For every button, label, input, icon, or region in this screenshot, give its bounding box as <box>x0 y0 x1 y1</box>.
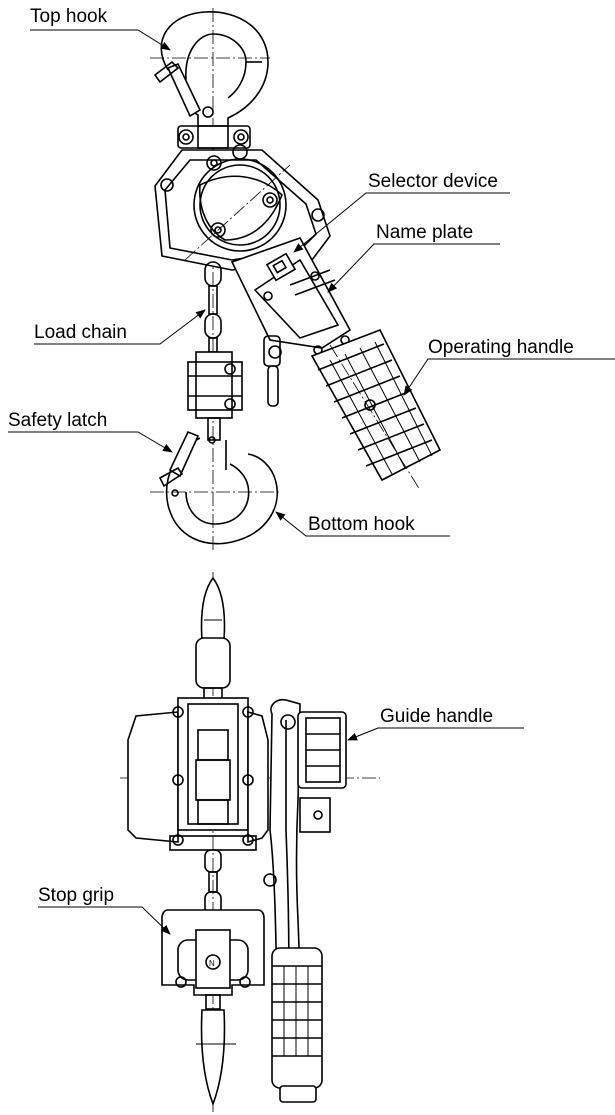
label-load-chain: Load chain <box>34 322 127 343</box>
top-hook-side <box>195 576 231 701</box>
label-stop-grip: Stop grip <box>38 885 115 906</box>
hand-chain-pin <box>263 335 282 407</box>
bottom-hook <box>158 430 278 545</box>
bottom-block <box>187 351 243 441</box>
bottom-hook-side <box>196 994 236 1107</box>
hoist-body <box>154 144 331 271</box>
label-guide-handle: Guide handle <box>380 706 494 727</box>
body-side <box>127 697 269 851</box>
side-view: N <box>120 572 380 1112</box>
label-bottom-hook: Bottom hook <box>308 514 415 535</box>
operating-handle-grip <box>310 328 442 491</box>
label-operating-handle: Operating handle <box>428 337 574 358</box>
operating-handle-arm <box>230 237 352 355</box>
svg-text:N: N <box>209 959 215 968</box>
leader-lines <box>8 29 615 935</box>
guide-handle <box>297 711 347 833</box>
label-safety-latch: Safety latch <box>8 410 108 431</box>
label-name-plate: Name plate <box>376 222 474 243</box>
label-top-hook: Top hook <box>30 6 108 27</box>
front-view <box>150 8 442 552</box>
top-hook <box>153 11 269 129</box>
stop-grip-block: N <box>161 909 265 996</box>
top-bracket <box>177 125 251 149</box>
label-selector-device: Selector device <box>368 171 498 192</box>
grip-side <box>271 947 323 1103</box>
